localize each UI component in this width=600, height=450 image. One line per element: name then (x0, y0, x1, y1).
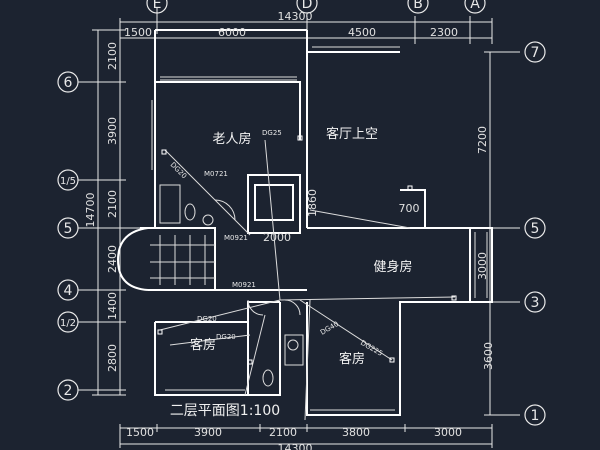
fixtures (150, 46, 488, 421)
tag-m0721: M0721 (204, 170, 228, 178)
left-total-dimension: 14700 (84, 193, 97, 228)
right-dimension-2: 3000 (476, 252, 489, 280)
top-dimension-2: 6000 (218, 26, 246, 39)
axis-label-right-5: 5 (531, 221, 540, 237)
left-dimension-6: 2800 (106, 344, 119, 372)
top-total-dimension: 14300 (278, 10, 313, 23)
left-dimension-5: 1400 (106, 292, 119, 320)
axis-label-left-1-2: 1/2 (60, 318, 76, 329)
axis-label-top-d: D (302, 0, 313, 12)
inner-dimension-700: 700 (399, 202, 420, 215)
bottom-dimension-5: 3000 (434, 426, 462, 439)
bottom-dimension-3: 2100 (269, 426, 297, 439)
tag-dg20-c: DG20 (216, 333, 236, 341)
left-dimension-3: 2100 (106, 190, 119, 218)
node-markers (157, 135, 457, 365)
room-label-guest-room-right: 客房 (339, 351, 365, 367)
room-label-gym: 健身房 (373, 259, 412, 275)
tag-m0921-a: M0921 (224, 234, 248, 242)
axis-label-left-6: 6 (64, 75, 73, 91)
axis-label-left-5: 5 (64, 221, 73, 237)
axis-label-left-1-5: 1/5 (60, 176, 76, 187)
walls (116, 29, 493, 416)
left-dimension-2: 3900 (106, 117, 119, 145)
inner-dimension-1860: 1860 (306, 189, 319, 217)
axis-label-left-2: 2 (64, 383, 73, 399)
bottom-dimension-1: 1500 (126, 426, 154, 439)
left-dimension-4: 2400 (106, 245, 119, 273)
tag-dg25: DG25 (262, 129, 282, 137)
axis-label-top-a: A (470, 0, 480, 12)
inner-dimension-2000: 2000 (263, 231, 291, 244)
axis-label-right-1: 1 (531, 408, 540, 424)
axis-bubbles (57, 0, 546, 426)
drawing-title: 二层平面图1:100 (170, 403, 280, 419)
right-dimension-3: 3600 (482, 342, 495, 370)
room-label-guest-room-left: 客房 (190, 337, 216, 353)
axis-label-top-e: E (153, 0, 162, 12)
axis-label-left-4: 4 (64, 283, 73, 299)
axis-label-right-3: 3 (531, 295, 540, 311)
room-label-living-void: 客厅上空 (326, 126, 378, 142)
bottom-dimension-4: 3800 (342, 426, 370, 439)
top-dimension-3: 4500 (348, 26, 376, 39)
room-label-elder-room: 老人房 (212, 131, 251, 147)
axis-label-right-7: 7 (531, 45, 540, 61)
top-dimension-4: 2300 (430, 26, 458, 39)
tag-dg20-b: DG20 (197, 315, 217, 323)
axis-label-top-b: B (413, 0, 423, 12)
right-dimension-1: 7200 (476, 126, 489, 154)
bottom-dimension-2: 3900 (194, 426, 222, 439)
left-dimension-1: 2100 (106, 42, 119, 70)
top-dimension-1: 1500 (124, 26, 152, 39)
tag-m0921-b: M0921 (232, 281, 256, 289)
bottom-total-dimension: 14300 (278, 442, 313, 450)
